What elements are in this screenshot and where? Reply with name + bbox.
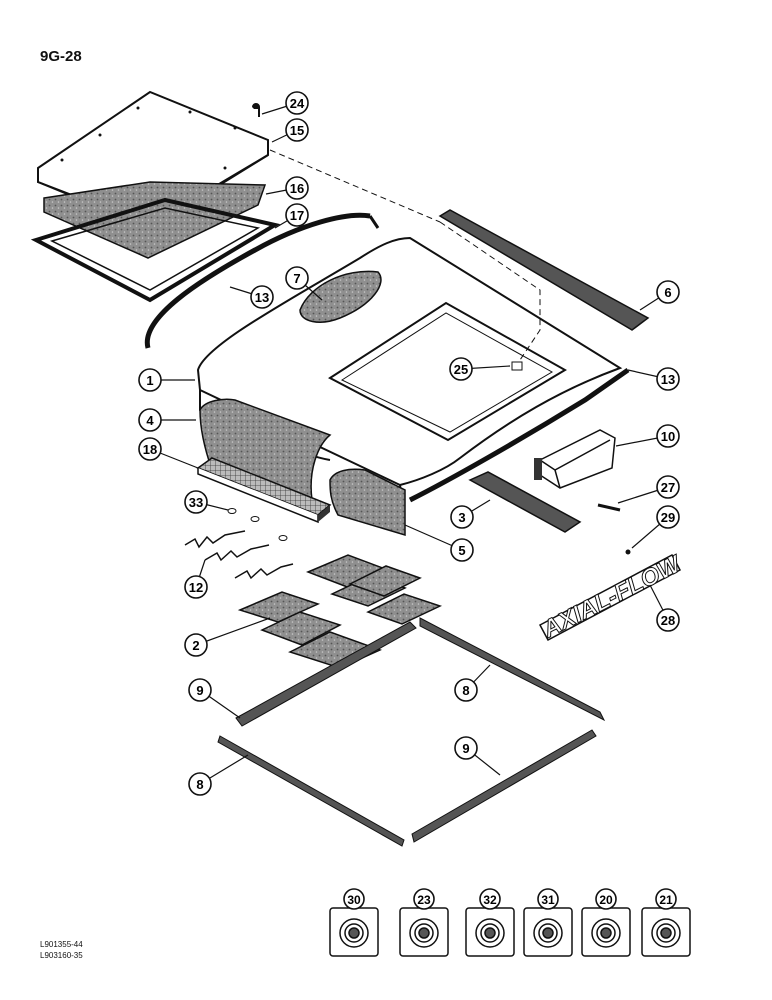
- fitting-number: 23: [417, 893, 431, 907]
- callout-number: 18: [143, 442, 157, 457]
- callout-8: 8: [454, 678, 478, 702]
- callout-number: 9: [462, 741, 469, 756]
- callout-leader: [195, 617, 271, 646]
- callout-28: 28: [656, 608, 680, 632]
- trim-strip-left: [144, 212, 371, 349]
- air-filter: [196, 457, 332, 524]
- callout-number: 27: [661, 480, 675, 495]
- callout-18: 18: [138, 437, 162, 461]
- mounting-bracket: [534, 429, 616, 489]
- callout-number: 4: [146, 413, 154, 428]
- document-code-1: L901355-44: [40, 940, 83, 949]
- callout-number: 8: [462, 683, 469, 698]
- callout-9: 9: [454, 736, 478, 760]
- trim-strip-right: [408, 367, 630, 503]
- callout-number: 9: [196, 683, 203, 698]
- callout-number: 16: [290, 181, 304, 196]
- document-code-2: L903160-35: [40, 951, 83, 960]
- fitting-number: 31: [541, 893, 555, 907]
- callout-number: 17: [290, 208, 304, 223]
- foam-pad-lower: [329, 468, 406, 537]
- fitting-number: 20: [599, 893, 613, 907]
- callout-4: 4: [138, 408, 162, 432]
- screw: [252, 103, 260, 117]
- callout-3: 3: [450, 505, 474, 529]
- callout-number: 13: [661, 372, 675, 387]
- support-bar: [468, 471, 582, 533]
- bolt: [597, 503, 621, 512]
- callout-number: 2: [192, 638, 199, 653]
- edge-trim: [438, 209, 650, 331]
- callout-9: 9: [188, 678, 212, 702]
- callout-number: 33: [189, 495, 203, 510]
- callout-number: 28: [661, 613, 675, 628]
- callout-number: 10: [661, 429, 675, 444]
- callout-1: 1: [138, 368, 162, 392]
- guide-lines: [269, 149, 541, 361]
- fitting-number: 30: [347, 893, 361, 907]
- callout-33: 33: [184, 490, 208, 514]
- callout-16: 16: [285, 176, 309, 200]
- callout-number: 8: [196, 777, 203, 792]
- callout-number: 5: [458, 543, 465, 558]
- fitting-20: 20: [581, 888, 631, 957]
- callout-8: 8: [188, 772, 212, 796]
- callout-number: 15: [290, 123, 304, 138]
- fitting-23: 23: [399, 888, 449, 957]
- callout-10: 10: [656, 424, 680, 448]
- callout-12: 12: [184, 575, 208, 599]
- callout-number: 29: [661, 510, 675, 525]
- fitting-30: 30: [329, 888, 379, 957]
- callout-2: 2: [184, 633, 208, 657]
- callout-number: 25: [454, 362, 468, 377]
- hatch-gasket: [30, 197, 281, 303]
- callout-15: 15: [285, 118, 309, 142]
- callout-number: 7: [293, 271, 300, 286]
- insulation-mats: [237, 554, 443, 669]
- callout-27: 27: [656, 475, 680, 499]
- callout-number: 12: [189, 580, 203, 595]
- fitting-21: 21: [641, 888, 691, 957]
- fitting-number: 32: [483, 893, 497, 907]
- callout-29: 29: [656, 505, 680, 529]
- fitting-31: 31: [523, 888, 573, 957]
- callout-13: 13: [656, 367, 680, 391]
- callout-number: 13: [255, 290, 269, 305]
- callout-24: 24: [285, 91, 309, 115]
- callout-number: 3: [458, 510, 465, 525]
- callout-number: 6: [664, 285, 671, 300]
- callout-number: 24: [290, 96, 305, 111]
- page-reference: 9G-28: [40, 48, 82, 65]
- nut: [625, 549, 631, 555]
- insulation-patch: [299, 270, 382, 323]
- hatch-seal-pad: [43, 181, 267, 259]
- springs: [184, 530, 294, 580]
- callout-number: 1: [146, 373, 153, 388]
- callout-6: 6: [656, 280, 680, 304]
- frame-bars: [217, 617, 606, 847]
- callout-5: 5: [450, 538, 474, 562]
- callout-7: 7: [285, 266, 309, 290]
- callout-13: 13: [250, 285, 274, 309]
- callout-17: 17: [285, 203, 309, 227]
- fitting-32: 32: [465, 888, 515, 957]
- fitting-number: 21: [659, 893, 673, 907]
- callout-25: 25: [449, 357, 473, 381]
- clips: [227, 508, 288, 541]
